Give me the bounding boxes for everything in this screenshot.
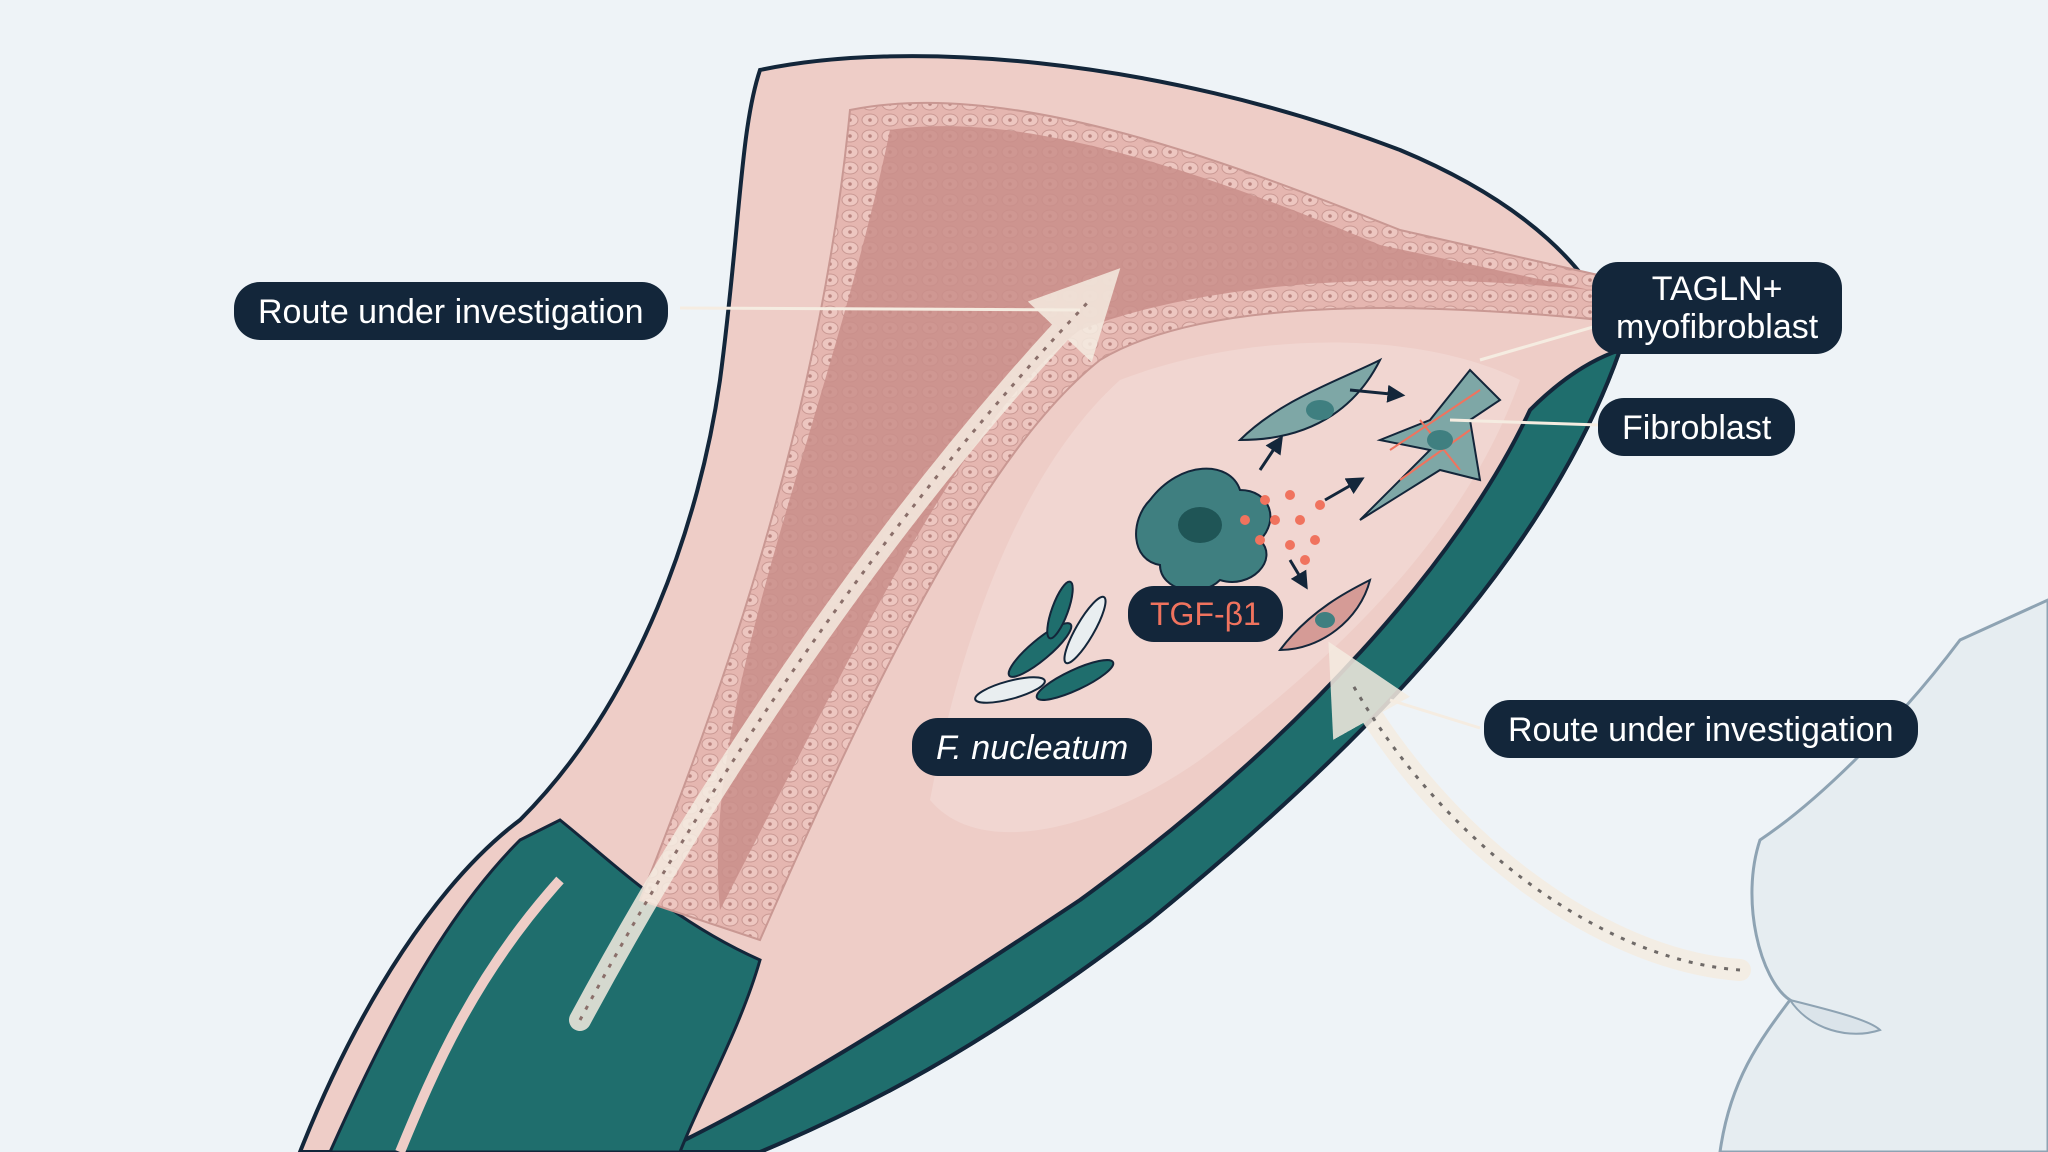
activated-fibroblast-small xyxy=(1277,578,1372,652)
label-route-top: Route under investigation xyxy=(234,282,668,340)
leader-lines xyxy=(679,306,1601,730)
adjacent-organ-outline xyxy=(1718,598,2048,1152)
label-fibroblast: Fibroblast xyxy=(1598,398,1796,456)
label-tagln-line2: myofibroblast xyxy=(1616,308,1819,346)
label-tgf-beta1: TGF-β1 xyxy=(1128,586,1283,642)
tgf-beta-dots xyxy=(1240,490,1325,565)
label-tagln-line1: TAGLN+ xyxy=(1651,270,1783,308)
signaling-arrows xyxy=(1258,384,1406,590)
external-route-arrow xyxy=(1328,641,1751,981)
ascending-route-arrow xyxy=(569,268,1121,1031)
f-nucleatum-bacteria xyxy=(974,580,1115,704)
macrophage-cell xyxy=(1135,467,1272,592)
fibroblast-cell xyxy=(1237,357,1383,442)
label-route-bottom: Route under investigation xyxy=(1484,700,1918,758)
myofibroblast-cell xyxy=(1359,368,1502,521)
label-f-nucleatum: F. nucleatum xyxy=(912,718,1153,776)
uterine-cavity xyxy=(717,126,1590,911)
label-tagln-myofibroblast: TAGLN+ myofibroblast xyxy=(1592,262,1843,354)
